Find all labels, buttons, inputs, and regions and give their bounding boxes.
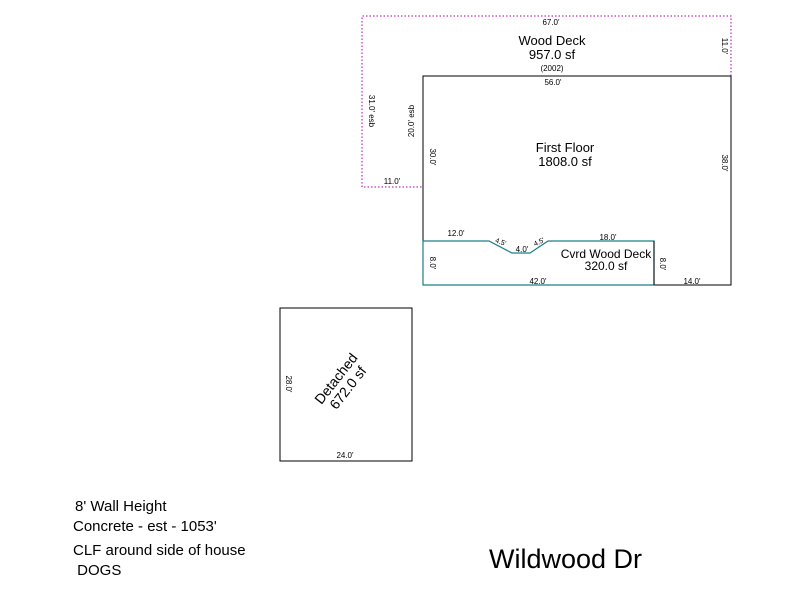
dim-cvrd-18: 18.0' bbox=[599, 233, 617, 242]
detached-outline bbox=[279, 307, 413, 462]
dim-cvrd-left: 8.0' bbox=[428, 257, 437, 270]
first-floor-area: 1808.0 sf bbox=[538, 154, 592, 169]
cvrd-deck-name: Cvrd Wood Deck bbox=[561, 247, 652, 261]
wood-deck-year: (2002) bbox=[540, 64, 563, 73]
dim-detached-bottom: 24.0' bbox=[336, 451, 354, 460]
wood-deck-name: Wood Deck bbox=[519, 33, 586, 48]
note-clf: CLF around side of house bbox=[73, 542, 246, 559]
dim-wood-deck-inner: 20.0' esb bbox=[407, 104, 416, 137]
detached-label-group: Detached 672.0 sf bbox=[311, 350, 369, 412]
dim-wood-deck-left: 31.0' esb bbox=[367, 95, 376, 128]
dim-wood-deck-top: 67.0' bbox=[542, 18, 560, 27]
cvrd-deck-area: 320.0 sf bbox=[585, 259, 628, 273]
dim-first-floor-bottom: 14.0' bbox=[683, 277, 701, 286]
dim-cvrd-45a: 4.5' bbox=[494, 237, 507, 247]
street-name: Wildwood Dr bbox=[489, 544, 643, 574]
first-floor-outline bbox=[422, 75, 732, 286]
note-dogs: DOGS bbox=[73, 562, 122, 579]
first-floor-name: First Floor bbox=[536, 140, 595, 155]
dim-wood-deck-right: 11.0' bbox=[720, 38, 729, 55]
dim-first-floor-left: 30.0' bbox=[428, 148, 437, 166]
dim-cvrd-45b: 4.5' bbox=[533, 237, 546, 248]
dim-cvrd-right: 8.0' bbox=[658, 258, 667, 271]
note-wall-height: 8' Wall Height bbox=[75, 498, 167, 515]
dim-detached-left: 28.0' bbox=[284, 375, 293, 393]
dim-first-floor-top: 56.0' bbox=[544, 78, 562, 87]
covered-deck-outline bbox=[422, 240, 655, 286]
wood-deck-area: 957.0 sf bbox=[529, 47, 576, 62]
dim-cvrd-4: 4.0' bbox=[516, 245, 529, 254]
dim-wood-deck-bottom: 11.0' bbox=[384, 177, 401, 186]
dim-cvrd-12: 12.0' bbox=[447, 229, 465, 238]
dim-first-floor-right: 38.0' bbox=[720, 154, 729, 172]
dim-cvrd-bottom: 42.0' bbox=[529, 277, 547, 286]
note-concrete: Concrete - est - 1053' bbox=[73, 518, 217, 535]
